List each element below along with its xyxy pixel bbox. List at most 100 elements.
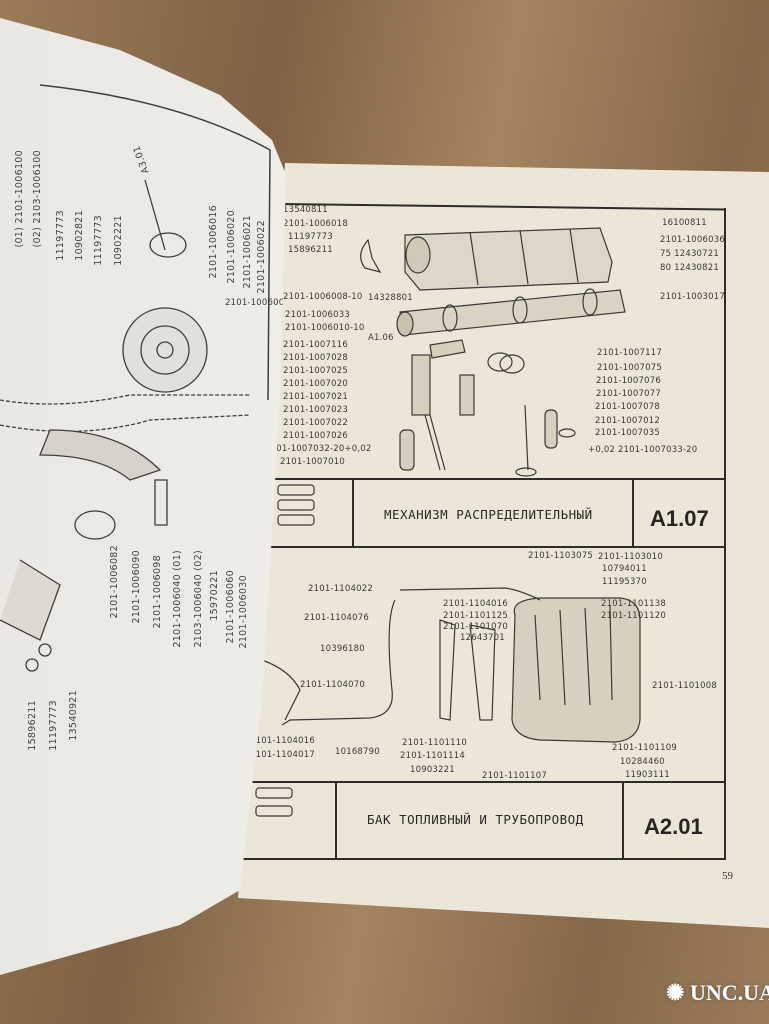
part-label: 2101-1006098: [152, 555, 163, 629]
part-label: 2101-1007026: [283, 431, 348, 441]
part-label: 2101-1003017: [660, 292, 725, 302]
part-label: 13540921: [68, 690, 79, 741]
part-label: 2101-1007021: [283, 392, 348, 402]
part-label: 2101-1104016: [443, 599, 508, 609]
part-label: 75 12430721: [660, 249, 719, 259]
valve-drawing: [399, 339, 576, 477]
part-label: +0,02 2101-1007033-20: [588, 445, 698, 455]
section-title: МЕХАНИЗМ РАСПРЕДЕЛИТЕЛЬНЫЙ: [384, 507, 593, 522]
part-label: 2101-1104076: [304, 613, 369, 623]
part-label: 2101-1007025: [283, 366, 348, 376]
part-label: 2101-1006060: [225, 570, 236, 644]
part-label: (01) 2101-1006100: [14, 150, 25, 248]
part-label: 11197773: [93, 215, 104, 266]
part-label: 2101-1006008-10: [225, 298, 305, 308]
part-label: 2101-1007023: [283, 405, 348, 415]
divider-v1: [352, 479, 354, 547]
part-label: 2101-1101070: [443, 622, 508, 632]
divider-v4: [622, 782, 624, 858]
part-label: 16100811: [662, 218, 707, 228]
part-label: 2101-1101125: [443, 611, 508, 621]
car-silhouettes: [255, 484, 315, 817]
divider-title1-top: [270, 478, 726, 480]
part-label: 2103-1006040 (02): [193, 550, 204, 648]
part-label: 12643701: [460, 633, 505, 643]
part-label: 2101-1007032-20+0,02: [265, 444, 372, 454]
part-label: 11197773: [55, 210, 66, 261]
part-label: 2101-1006022: [256, 220, 267, 294]
part-label: 2101-1101008: [652, 681, 717, 691]
part-label: 2101-1006020: [226, 210, 237, 284]
section-title: БАК ТОПЛИВНЫЙ И ТРУБОПРОВОД: [367, 812, 584, 827]
part-label: 2101-1103075: [528, 551, 593, 561]
part-label: 2101-1006036: [660, 235, 725, 245]
part-label: 2101-1007078: [595, 402, 660, 412]
part-label: 2101-1007117: [597, 348, 662, 358]
part-label: 2101-1101110: [402, 738, 467, 748]
part-label: 2101-1007020: [283, 379, 348, 389]
part-label: 2101-1101107: [482, 771, 547, 781]
part-label: 2101-1007116: [283, 340, 348, 350]
part-label: 80 12430821: [660, 263, 719, 273]
divider-title2-bottom: [243, 858, 726, 860]
divider-v2: [632, 479, 634, 547]
watermark-logo: ✺: [666, 980, 685, 1005]
part-label: (02) 2103-1006100: [32, 150, 43, 248]
part-label: 2101-1103010: [598, 552, 663, 562]
section-code: A1.07: [650, 506, 709, 531]
part-label: 2101-1006018: [283, 219, 348, 229]
part-label: 10168790: [335, 747, 380, 757]
fuel-pipe-drawing: [261, 587, 541, 726]
part-label: 2101-1007028: [283, 353, 348, 363]
part-label: 11195370: [602, 577, 647, 587]
part-label: 2101-1006090: [131, 550, 142, 624]
part-label: 2101-1007035: [595, 428, 660, 438]
part-label: 10794011: [602, 564, 647, 574]
bracket-drawing: [360, 238, 382, 273]
divider-title1-bottom: [262, 546, 726, 548]
part-label: 11197773: [48, 700, 59, 751]
divider-title2-top: [247, 781, 726, 783]
frame-right: [724, 208, 726, 860]
part-label: 2101-1006033: [285, 310, 350, 320]
tank-strap-drawing: [439, 619, 496, 721]
part-label: 2101-1006082: [109, 545, 120, 619]
part-label: 2101-1007012: [595, 416, 660, 426]
divider-v3: [335, 782, 337, 858]
watermark: UNC.UA: [690, 980, 769, 1005]
part-label: 2101-1101120: [601, 611, 666, 621]
camshaft-housing-drawing: [404, 227, 613, 291]
page-number: 59: [722, 870, 733, 882]
part-label: 10284460: [620, 757, 665, 767]
part-label: 15896211: [288, 245, 333, 255]
part-label: 2101-1007022: [283, 418, 348, 428]
part-label: 2101-1104070: [300, 680, 365, 690]
part-label: 11197773: [288, 232, 333, 242]
part-label: 2101-1007077: [596, 389, 661, 399]
part-label: 2101-1006021: [242, 215, 253, 289]
part-label: 2101-1104016: [250, 736, 315, 746]
part-label: 10396180: [320, 644, 365, 654]
part-label: 11903111: [625, 770, 670, 780]
part-label: 2101-1007076: [596, 376, 661, 386]
part-label: 2101-1101114: [400, 751, 465, 761]
part-label: 2101-1104022: [308, 584, 373, 594]
part-label: 10902821: [74, 210, 85, 261]
part-label: 10902221: [113, 215, 124, 266]
part-label: 2101-1006016: [208, 205, 219, 279]
part-label: 2101-1101109: [612, 743, 677, 753]
part-label: 14328801: [368, 293, 413, 303]
part-label: 2101-1101138: [601, 599, 666, 609]
ref-label: A1.06: [368, 333, 394, 343]
fuel-tank-drawing: [511, 597, 641, 743]
part-label: 2101-1007075: [597, 363, 662, 373]
part-label: 2101-1006008-10: [283, 292, 363, 302]
section-code: A2.01: [644, 814, 703, 839]
part-label: 10903221: [410, 765, 455, 775]
part-label: 2101-1006030: [238, 575, 249, 649]
camshaft-drawing: [396, 288, 626, 337]
